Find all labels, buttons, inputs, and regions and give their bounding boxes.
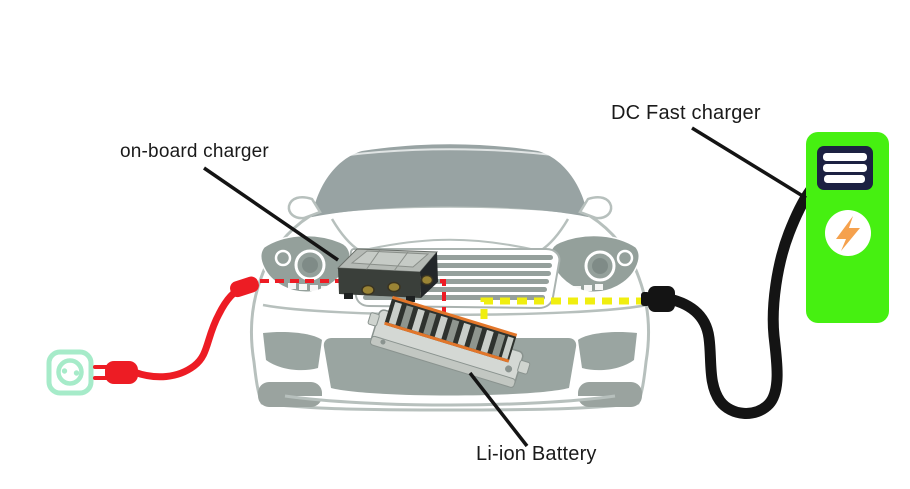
- leader-dc-fast-charger: [691, 126, 807, 200]
- bumper-line: [262, 303, 648, 316]
- onboard-charger-box: [336, 248, 439, 302]
- car-front-illustration: [249, 144, 651, 412]
- left-fog-intake: [263, 331, 322, 371]
- right-tire: [578, 382, 642, 407]
- left-headlight: [259, 234, 351, 293]
- right-mirror: [578, 196, 613, 220]
- onboard-charger-label: on-board charger: [120, 141, 269, 162]
- power-plug-icon: [105, 361, 138, 384]
- roof-line: [339, 148, 561, 157]
- dc-cable-line: [658, 185, 816, 419]
- ac-charging-cable: [93, 276, 259, 384]
- ac-inlet-connector: [230, 276, 259, 298]
- dc-inlet-connector: [641, 286, 675, 312]
- leader-li-ion-battery: [468, 371, 529, 448]
- battery-pack-illustration: [367, 295, 531, 388]
- right-headlight: [549, 234, 641, 293]
- dc-fast-charger-label: DC Fast charger: [611, 102, 761, 124]
- battery-cells: [388, 301, 514, 360]
- charger-right-face: [420, 252, 438, 298]
- charging-station-icon: [806, 132, 889, 323]
- windshield: [312, 144, 588, 217]
- charger-front-face: [338, 268, 421, 298]
- ac-dashed-path: [260, 279, 446, 313]
- bumper-lip: [284, 394, 616, 407]
- leader-onboard-charger: [203, 166, 339, 262]
- li-ion-battery-label: Li-ion Battery: [476, 443, 597, 465]
- dc-dashed-path: [480, 297, 646, 331]
- hood-front-edge: [359, 238, 541, 252]
- right-fog-intake: [578, 331, 637, 371]
- lightning-bolt-icon: [836, 216, 860, 251]
- left-tire: [258, 382, 322, 407]
- left-mirror: [287, 196, 322, 220]
- wall-outlet-icon: [46, 349, 94, 396]
- ac-cable-line: [130, 282, 250, 381]
